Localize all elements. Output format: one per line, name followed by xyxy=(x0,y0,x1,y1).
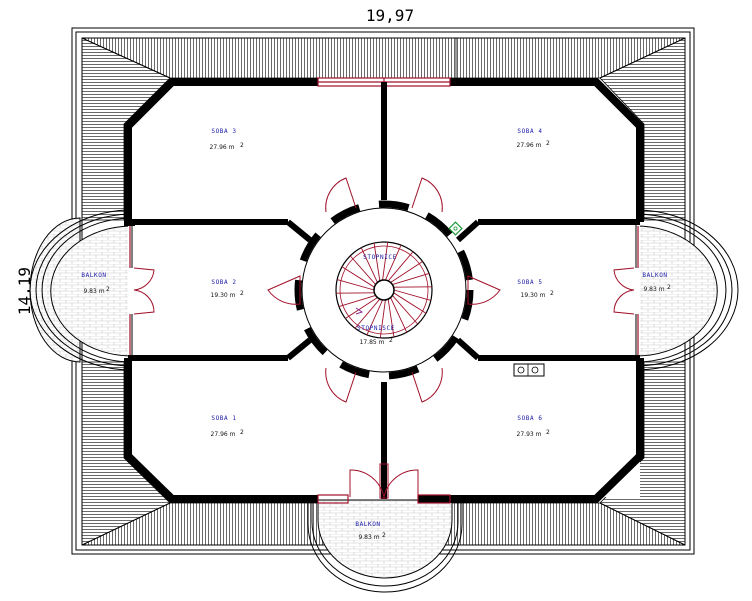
roof-hatching xyxy=(82,38,685,545)
room-name: BALKON xyxy=(642,272,667,279)
room-area-unit: 2 xyxy=(667,284,671,291)
interior-walls xyxy=(128,82,640,499)
room-area-unit: 2 xyxy=(389,337,393,344)
room-name: BALKON xyxy=(81,272,106,279)
room-area: 19.30 m xyxy=(211,292,236,299)
stair-tread xyxy=(360,247,378,283)
stair-tread xyxy=(373,242,381,281)
room-area: 27.93 m xyxy=(517,431,542,438)
stair-tread xyxy=(354,298,381,329)
exterior-walls xyxy=(124,78,644,503)
room-area: 19.30 m xyxy=(521,292,546,299)
stair-tread xyxy=(390,261,423,283)
room-stopnice: STOPNICE xyxy=(363,254,397,261)
room-area-unit: 2 xyxy=(240,142,244,149)
room-name: SOBA 3 xyxy=(211,128,236,135)
room-soba5: SOBA 5 19.30 m 2 xyxy=(517,279,554,299)
room-name: STOPNICE xyxy=(363,254,397,261)
width-dimension: 19,97 xyxy=(366,6,414,25)
balcony-left xyxy=(29,209,133,371)
stair-tread xyxy=(349,255,376,285)
room-stopnisce: STOPNISCE 17.85 m 2 xyxy=(357,325,395,346)
stair-tread xyxy=(379,299,386,338)
room-area: 27.96 m xyxy=(211,431,236,438)
stair-arrow-icon xyxy=(355,307,364,315)
room-name: SOBA 5 xyxy=(517,279,542,286)
stair-tread xyxy=(392,273,430,286)
balcony-right xyxy=(635,209,739,371)
room-balkon-bottom: BALKON 9.83 m 2 xyxy=(355,521,386,541)
depth-dimension: 14,19 xyxy=(15,267,34,315)
room-soba2: SOBA 2 19.30 m 2 xyxy=(211,279,244,299)
stair-handrail xyxy=(339,245,429,335)
wall-fixture xyxy=(513,363,545,377)
room-area-unit: 2 xyxy=(240,429,244,436)
room-area-unit: 2 xyxy=(546,140,550,147)
stair-tread xyxy=(366,299,383,336)
stair-tread xyxy=(387,299,395,338)
marker-diamond-icon xyxy=(448,221,463,236)
stair-tread xyxy=(337,279,375,291)
room-name: SOBA 4 xyxy=(517,128,542,135)
stair-tread xyxy=(387,251,414,282)
room-name: SOBA 1 xyxy=(211,415,236,422)
spiral-staircase xyxy=(335,241,433,339)
stair-tread xyxy=(385,244,402,281)
room-area: 9.83 m xyxy=(358,534,379,541)
room-soba3: SOBA 3 27.96 m 2 xyxy=(210,128,244,151)
exterior-wall-thin xyxy=(131,222,637,358)
room-name: STOPNISCE xyxy=(357,325,395,332)
stair-hall xyxy=(294,200,474,380)
room-name: SOBA 6 xyxy=(517,415,542,422)
room-area-unit: 2 xyxy=(240,290,244,297)
stair-tread xyxy=(382,242,389,281)
stair-tread xyxy=(393,289,431,301)
room-area-unit: 2 xyxy=(546,429,550,436)
stair-tread xyxy=(341,266,375,288)
room-name: BALKON xyxy=(355,521,380,528)
room-area-unit: 2 xyxy=(106,286,110,293)
room-name: SOBA 2 xyxy=(211,279,236,286)
room-area: 9.83 m xyxy=(83,288,104,295)
room-balkon-left: BALKON 9.83 m 2 xyxy=(81,272,110,295)
room-area: 17.85 m xyxy=(360,339,385,346)
stair-newel-post xyxy=(373,279,395,301)
stair-tread xyxy=(345,297,378,319)
room-area: 27.96 m xyxy=(517,142,542,149)
stair-tread xyxy=(338,294,376,307)
stair-tread xyxy=(392,295,419,325)
room-area: 27.96 m xyxy=(210,144,235,151)
doors xyxy=(133,177,635,499)
room-soba6: SOBA 6 27.93 m 2 xyxy=(517,415,550,438)
room-area-unit: 2 xyxy=(382,532,386,539)
room-soba4: SOBA 4 27.96 m 2 xyxy=(517,128,550,149)
room-labels: SOBA 3 27.96 m 2 SOBA 4 27.96 m 2 BALKON… xyxy=(81,128,671,541)
balcony-bottom xyxy=(307,499,463,593)
room-area: 9.83 m xyxy=(643,286,664,293)
stair-tread xyxy=(390,297,408,333)
stair-tread xyxy=(393,292,427,314)
room-soba1: SOBA 1 27.96 m 2 xyxy=(211,415,244,438)
room-balkon-right: BALKON 9.83 m 2 xyxy=(642,272,671,293)
room-area-unit: 2 xyxy=(550,290,554,297)
